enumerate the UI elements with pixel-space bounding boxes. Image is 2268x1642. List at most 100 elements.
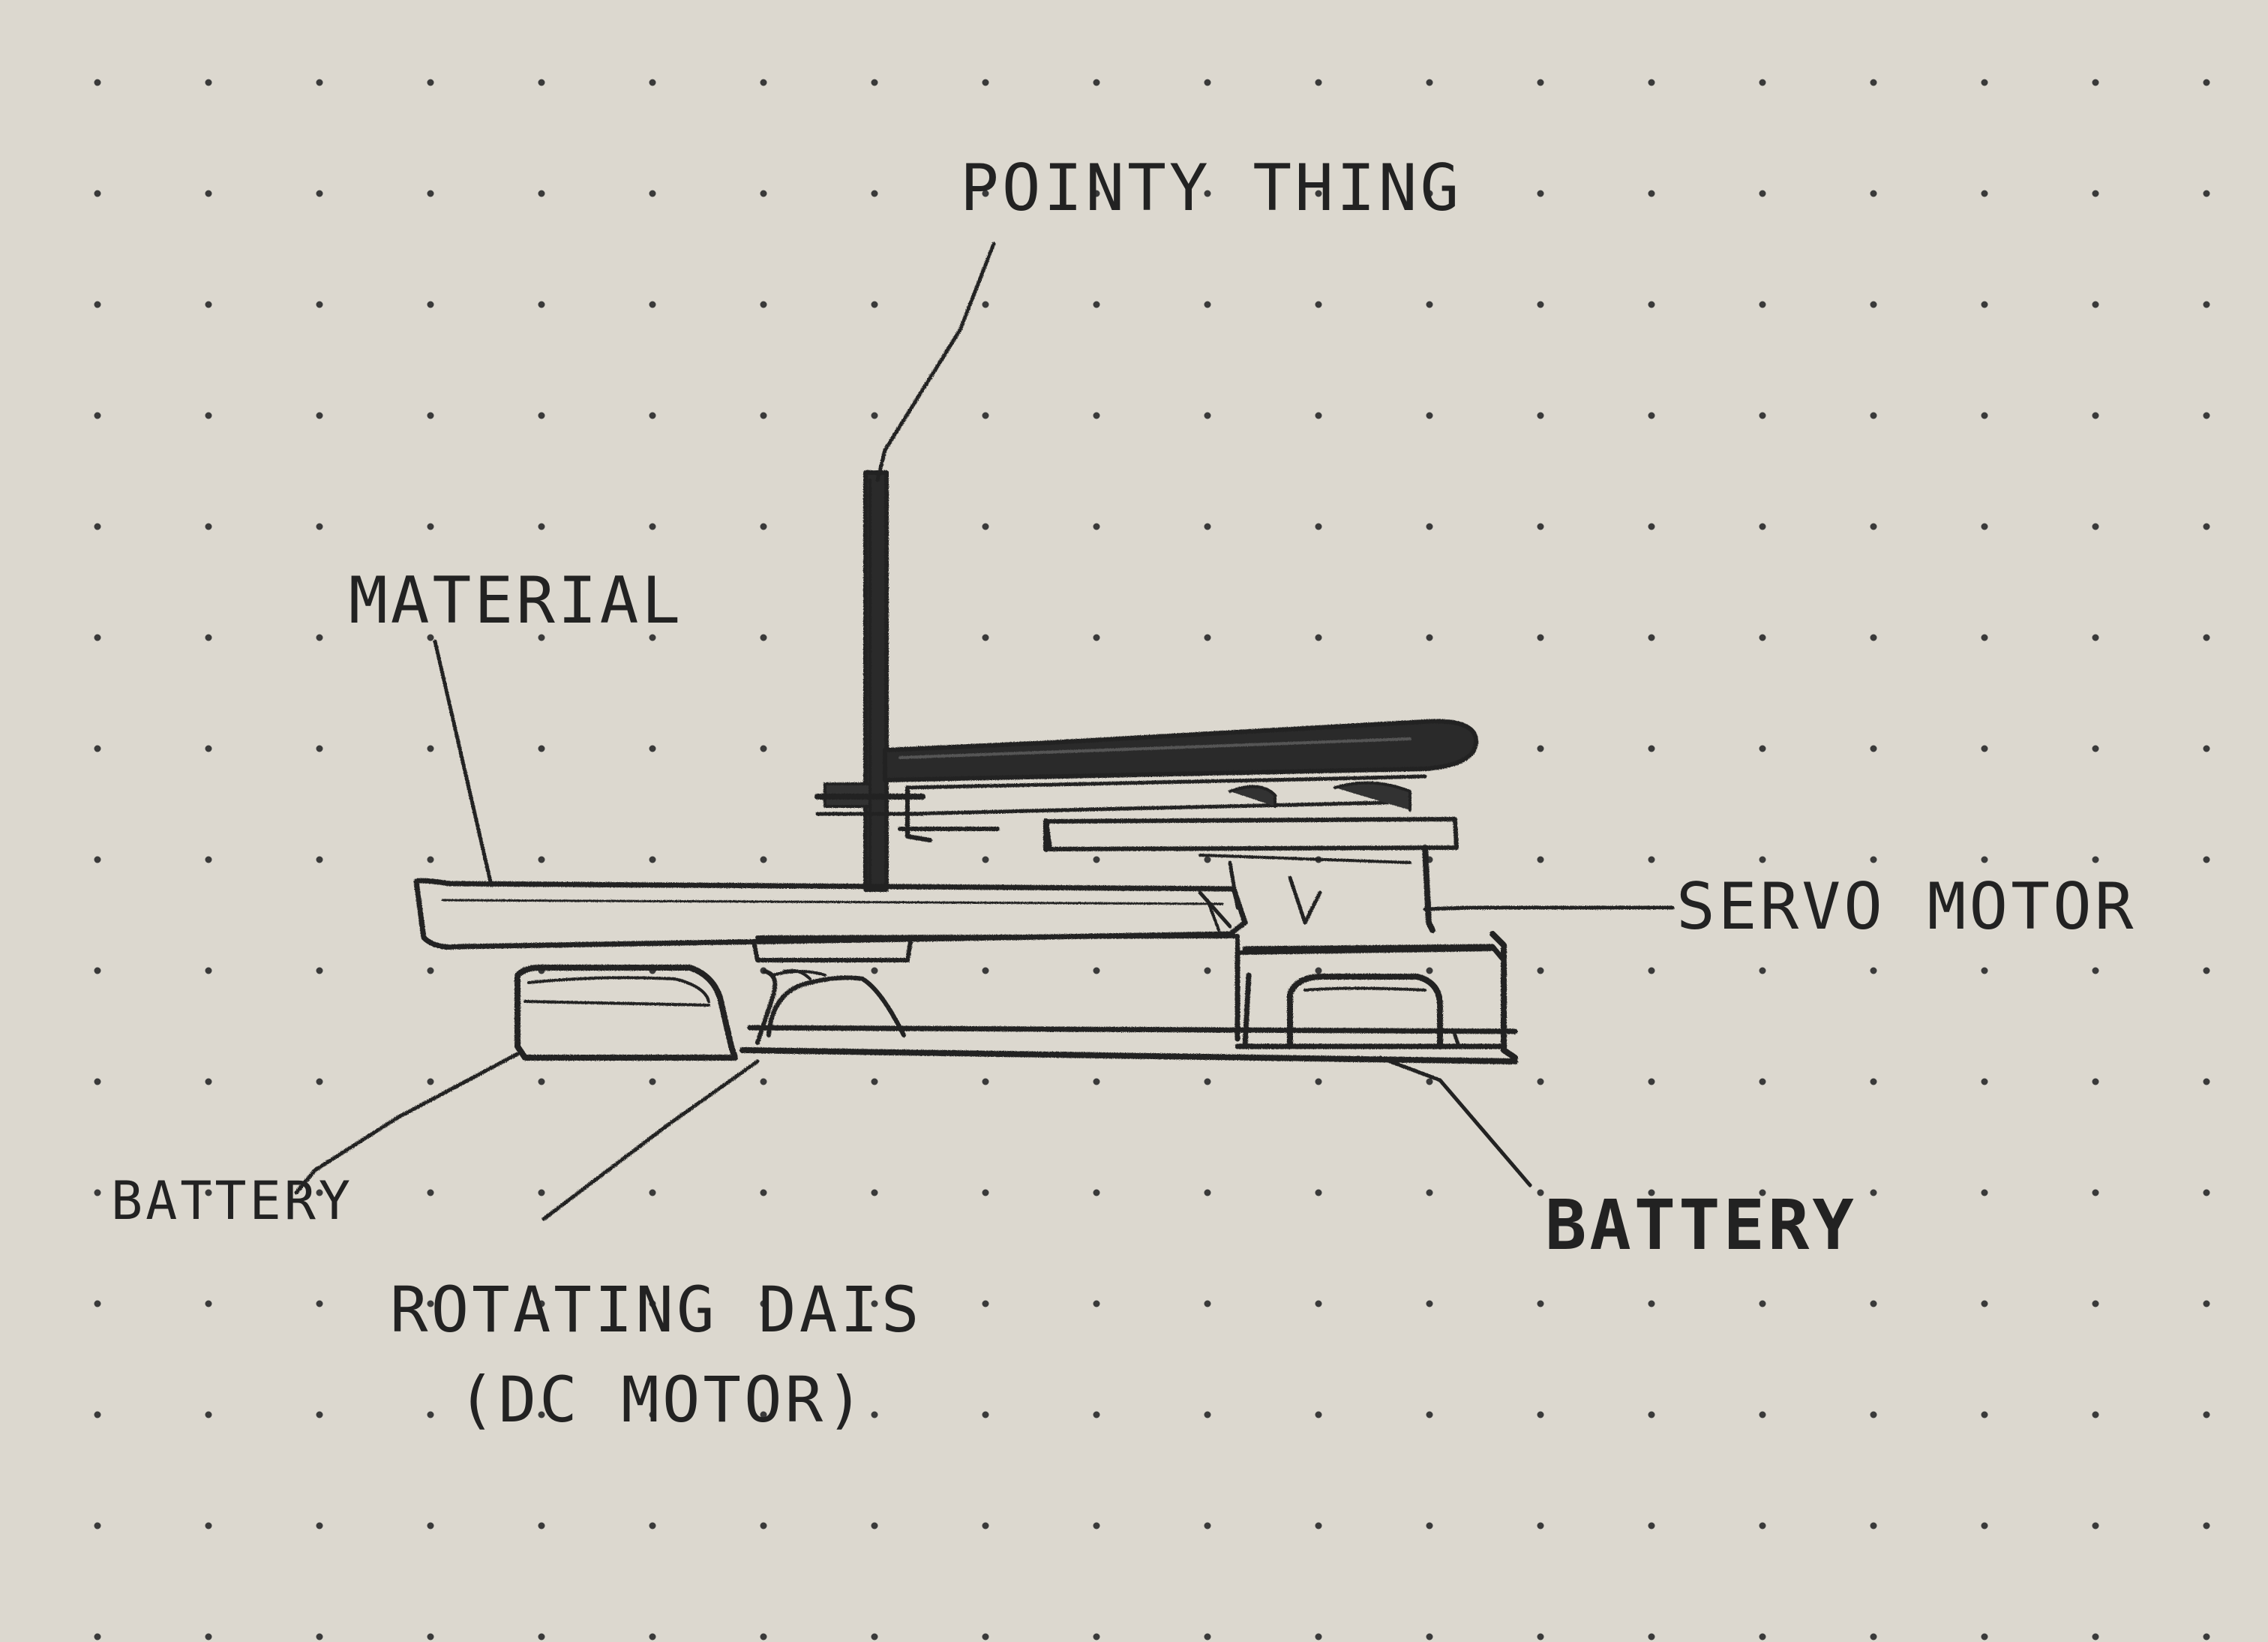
- label-servo-motor: SERVO MOTOR: [1676, 869, 2137, 944]
- grid-dot: [982, 79, 989, 86]
- grid-dot: [1648, 79, 1655, 86]
- grid-dot: [316, 745, 323, 752]
- grid-dot: [1093, 79, 1100, 86]
- grid-dot: [1870, 856, 1877, 863]
- grid-dot: [1981, 1411, 1988, 1418]
- grid-dot: [2092, 1078, 2099, 1085]
- grid-dot: [1648, 745, 1655, 752]
- grid-dot: [427, 523, 434, 530]
- grid-dot: [649, 1633, 656, 1640]
- grid-dot: [1204, 523, 1211, 530]
- grid-dot: [1870, 1300, 1877, 1307]
- grid-dot: [1315, 1411, 1322, 1418]
- leader-battery-right: [1378, 1055, 1532, 1187]
- grid-dot: [1204, 967, 1211, 974]
- grid-dot: [1759, 1411, 1766, 1418]
- grid-dot: [1204, 412, 1211, 419]
- grid-dot: [982, 856, 989, 863]
- grid-dot: [1981, 301, 1988, 308]
- grid-dot: [1093, 412, 1100, 419]
- grid-dot: [316, 190, 323, 197]
- grid-dot: [760, 412, 767, 419]
- grid-dot: [538, 190, 545, 197]
- grid-dot: [316, 1189, 323, 1196]
- grid-dot: [1981, 79, 1988, 86]
- grid-dot: [1759, 967, 1766, 974]
- grid-dot: [1648, 1189, 1655, 1196]
- rotating-dais: [752, 935, 914, 1045]
- grid-dot: [1537, 967, 1544, 974]
- grid-dot: [1537, 634, 1544, 641]
- grid-dot: [94, 301, 101, 308]
- grid-dot: [982, 412, 989, 419]
- grid-dot: [1093, 967, 1100, 974]
- grid-dot: [1426, 1411, 1433, 1418]
- grid-dot: [1759, 1300, 1766, 1307]
- grid-dot: [1648, 1411, 1655, 1418]
- grid-dot: [1093, 301, 1100, 308]
- grid-dot: [760, 1633, 767, 1640]
- grid-dot: [94, 79, 101, 86]
- grid-dot: [205, 967, 212, 974]
- grid-dot: [1648, 523, 1655, 530]
- grid-dot: [1870, 1411, 1877, 1418]
- grid-dot: [1537, 1189, 1544, 1196]
- grid-dot: [1537, 745, 1544, 752]
- grid-dot: [316, 1522, 323, 1529]
- grid-dot: [538, 79, 545, 86]
- grid-dot: [982, 1189, 989, 1196]
- grid-dot: [1759, 1189, 1766, 1196]
- grid-dot: [649, 412, 656, 419]
- grid-dot: [649, 1189, 656, 1196]
- grid-dot: [205, 412, 212, 419]
- grid-dot: [760, 79, 767, 86]
- grid-dot: [205, 1189, 212, 1196]
- grid-dot: [982, 1411, 989, 1418]
- servo-arm: [814, 719, 1478, 842]
- grid-dot: [1315, 190, 1322, 197]
- grid-dot: [94, 1300, 101, 1307]
- grid-dot: [316, 412, 323, 419]
- grid-dot: [871, 1078, 878, 1085]
- grid-dot: [1981, 1522, 1988, 1529]
- grid-dot: [982, 190, 989, 197]
- grid-dot: [871, 190, 878, 197]
- grid-dot: [1093, 1411, 1100, 1418]
- grid-dot: [316, 634, 323, 641]
- grid-dot: [982, 1633, 989, 1640]
- grid-dot: [427, 301, 434, 308]
- grid-dot: [1426, 1078, 1433, 1085]
- grid-dot: [2092, 301, 2099, 308]
- grid-dot: [1426, 967, 1433, 974]
- grid-dot: [316, 301, 323, 308]
- grid-dot: [538, 1189, 545, 1196]
- grid-dot: [1426, 1189, 1433, 1196]
- grid-dot: [982, 967, 989, 974]
- grid-dot: [1870, 79, 1877, 86]
- grid-dot: [2203, 856, 2210, 863]
- grid-dot: [427, 1522, 434, 1529]
- grid-dot: [871, 1522, 878, 1529]
- grid-dot: [760, 634, 767, 641]
- pointy-thing-rod: [863, 470, 889, 892]
- grid-dot: [1981, 523, 1988, 530]
- grid-dot: [649, 301, 656, 308]
- grid-dot: [1093, 1078, 1100, 1085]
- grid-dot: [1981, 190, 1988, 197]
- grid-dot: [2092, 1411, 2099, 1418]
- grid-dot: [649, 856, 656, 863]
- grid-dot: [538, 856, 545, 863]
- grid-dot: [205, 190, 212, 197]
- grid-dot: [1093, 523, 1100, 530]
- grid-dot: [2092, 1189, 2099, 1196]
- grid-dot: [649, 190, 656, 197]
- grid-dot: [760, 745, 767, 752]
- grid-dot: [1648, 301, 1655, 308]
- grid-dot: [1870, 1522, 1877, 1529]
- grid-dot: [1537, 856, 1544, 863]
- grid-dot: [1981, 967, 1988, 974]
- grid-dot: [1537, 1078, 1544, 1085]
- grid-dot: [316, 1411, 323, 1418]
- grid-dot: [1648, 1633, 1655, 1640]
- grid-dot: [1981, 1078, 1988, 1085]
